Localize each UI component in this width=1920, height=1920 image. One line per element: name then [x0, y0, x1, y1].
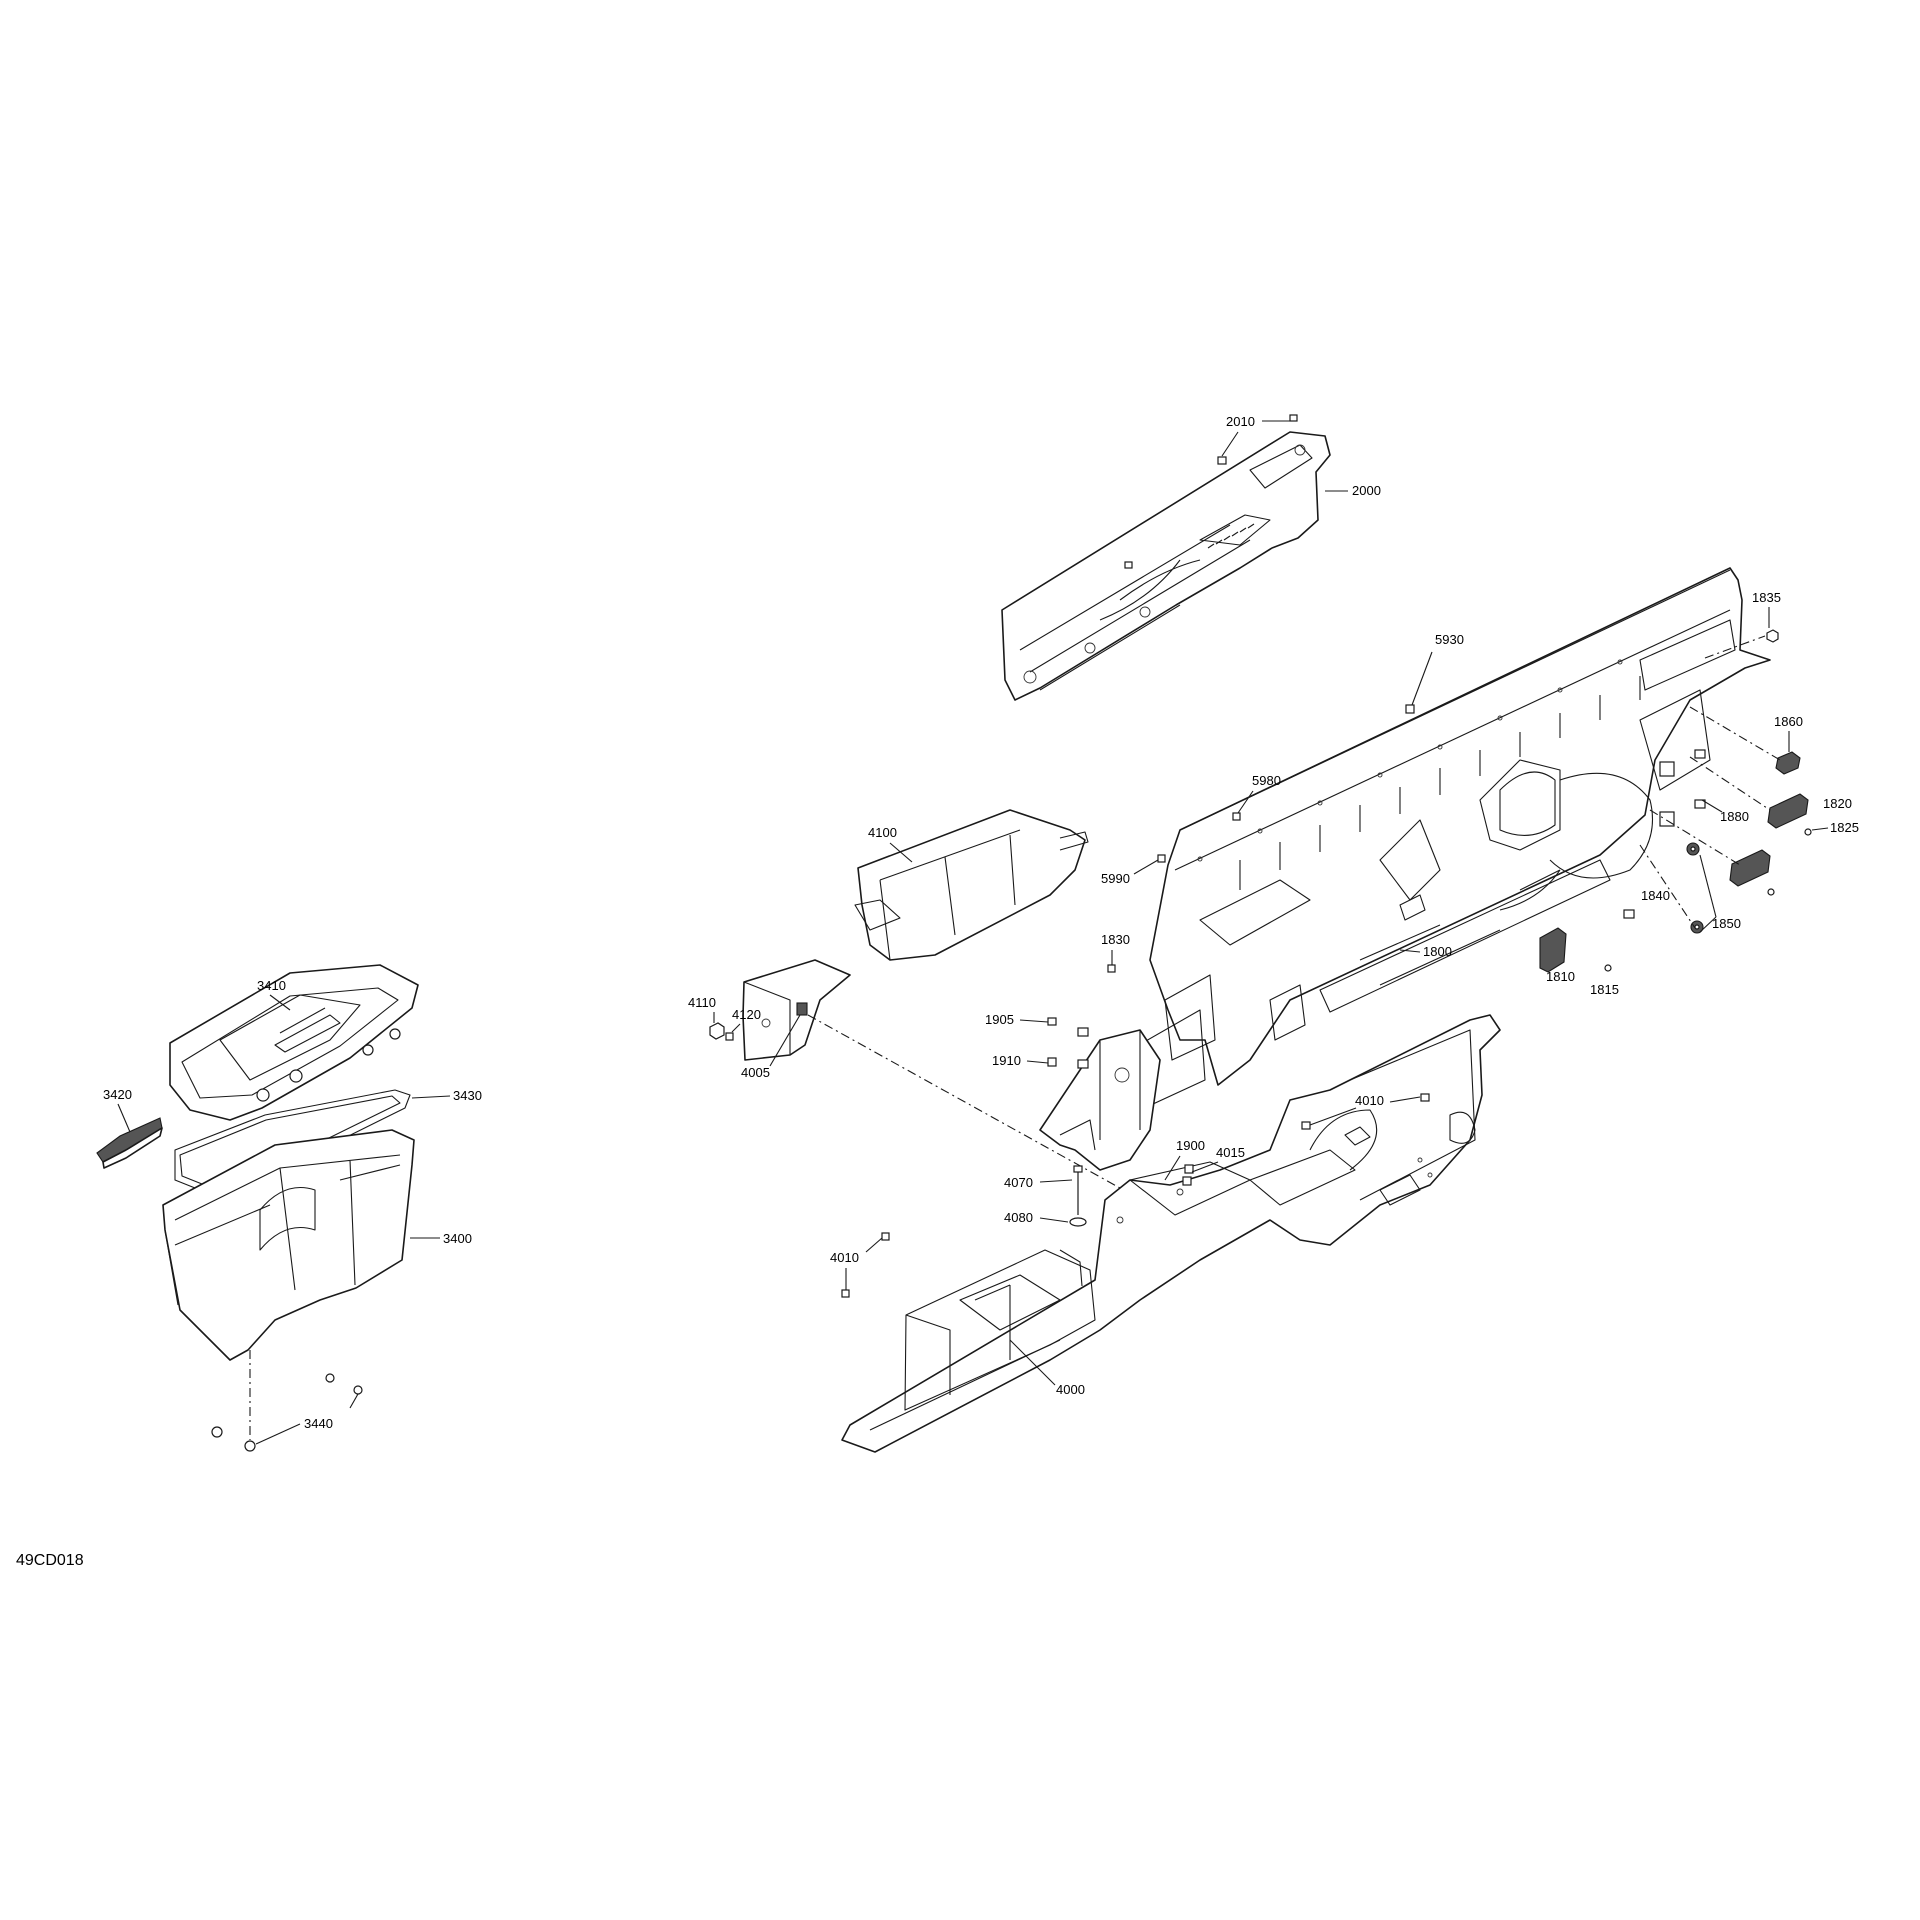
callout-3400: 3400 [443, 1231, 472, 1246]
callout-1850-group: 1850 [1699, 854, 1741, 933]
callout-4010-upper: 4010 [1355, 1093, 1384, 1108]
callout-4100-group: 4100 [868, 825, 913, 863]
part-1860-plug [1775, 751, 1801, 775]
callout-1860: 1860 [1774, 714, 1803, 729]
callout-1880-group: 1880 [1701, 799, 1749, 824]
drawing-code: 49CD018 [16, 1552, 84, 1569]
callout-3420-group: 3420 [103, 1087, 132, 1133]
callout-1830-group: 1830 [1101, 932, 1130, 973]
callout-5980: 5980 [1252, 773, 1281, 788]
callout-3430: 3430 [453, 1088, 482, 1103]
callout-1835: 1835 [1752, 590, 1781, 605]
part-1850-grommets [1686, 842, 1704, 934]
callout-1900: 1900 [1176, 1138, 1205, 1153]
part-4110-screw [709, 1022, 725, 1040]
callout-1840: 1840 [1641, 888, 1670, 903]
part-4100-box [854, 809, 1089, 961]
callout-1810: 1810 [1546, 969, 1575, 984]
part-1880-clips [1623, 749, 1706, 919]
callout-4010a-group: 4010 [1301, 1093, 1430, 1130]
callout-1910-group: 1910 [992, 1053, 1089, 1069]
callout-4070: 4070 [1004, 1175, 1033, 1190]
part-4000-tray [841, 1014, 1501, 1453]
callout-4010-lower: 4010 [830, 1250, 859, 1265]
callout-1830: 1830 [1101, 932, 1130, 947]
callout-1810-group: 1810 [1546, 969, 1575, 984]
callout-1905-group: 1905 [985, 1012, 1089, 1037]
callout-1820-group: 1820 [1823, 796, 1852, 811]
callout-1800: 1800 [1423, 944, 1452, 959]
callout-4070-group: 4070 [1004, 1175, 1073, 1190]
callout-3410-group: 3410 [257, 978, 291, 1011]
callout-2000-group: 2000 [1325, 483, 1381, 498]
callout-3430-group: 3430 [411, 1088, 482, 1103]
callout-4120: 4120 [732, 1007, 761, 1022]
part-4080-washer [1069, 1217, 1087, 1227]
callout-5990: 5990 [1101, 871, 1130, 886]
callout-4000-group: 4000 [1009, 1339, 1085, 1397]
part-4120-clip [725, 1032, 734, 1041]
callout-4080-group: 4080 [1004, 1210, 1069, 1225]
callout-1815: 1815 [1590, 982, 1619, 997]
callout-2010-group: 2010 [1221, 414, 1292, 457]
part-3410-lid [169, 964, 419, 1121]
callout-2010: 2010 [1226, 414, 1255, 429]
callout-1905: 1905 [985, 1012, 1014, 1027]
callout-4000: 4000 [1056, 1382, 1085, 1397]
part-3430-seal [174, 1089, 411, 1193]
part-1900-bracket [1039, 1029, 1161, 1171]
callout-5930: 5930 [1435, 632, 1464, 647]
callout-4005: 4005 [741, 1065, 770, 1080]
callout-5990-group: 5990 [1101, 854, 1166, 886]
part-1800-panel [1129, 567, 1771, 1111]
assembly-line-4005 [807, 1014, 1121, 1189]
part-4005-plate [742, 959, 851, 1061]
callout-4010b-group: 4010 [830, 1232, 890, 1298]
callout-3420: 3420 [103, 1087, 132, 1102]
callout-5980-group: 5980 [1232, 773, 1281, 821]
callout-4015-group: 4015 [1191, 1145, 1245, 1173]
callout-1850: 1850 [1712, 916, 1741, 931]
callout-4080: 4080 [1004, 1210, 1033, 1225]
callout-4110: 4110 [688, 995, 716, 1010]
callout-1835-group: 1835 [1752, 590, 1781, 628]
callout-4110-group: 4110 [688, 995, 716, 1023]
assembly-lines-right [1639, 635, 1781, 929]
part-2000-rail [1001, 414, 1331, 701]
part-1810-switch [1539, 927, 1612, 973]
callout-1910: 1910 [992, 1053, 1021, 1068]
callout-3440: 3440 [304, 1416, 333, 1431]
callout-4100: 4100 [868, 825, 897, 840]
callout-4120-group: 4120 [731, 1007, 761, 1033]
callout-1825: 1825 [1830, 820, 1859, 835]
callout-3410: 3410 [257, 978, 286, 993]
callout-3440-group: 3440 [249, 1350, 359, 1445]
callout-1800-group: 1800 [1399, 944, 1452, 959]
part-3420-handle [96, 1117, 163, 1169]
callout-3400-group: 3400 [410, 1231, 472, 1246]
callout-1880: 1880 [1720, 809, 1749, 824]
callout-1840-group: 1840 [1641, 888, 1670, 903]
part-1835-nut [1766, 629, 1779, 643]
callout-1820: 1820 [1823, 796, 1852, 811]
callout-1900-group: 1900 [1164, 1138, 1205, 1181]
part-1820-switch [1729, 793, 1812, 896]
callout-1815-group: 1815 [1590, 982, 1619, 997]
callout-5930-group: 5930 [1405, 632, 1464, 714]
callout-1825-group: 1825 [1811, 820, 1859, 835]
part-4070-bolt [1073, 1165, 1083, 1215]
callout-2000: 2000 [1352, 483, 1381, 498]
callout-1860-group: 1860 [1774, 714, 1803, 752]
part-3400-box [162, 1129, 415, 1452]
callout-4005-group: 4005 [741, 1014, 801, 1080]
callout-4015: 4015 [1216, 1145, 1245, 1160]
